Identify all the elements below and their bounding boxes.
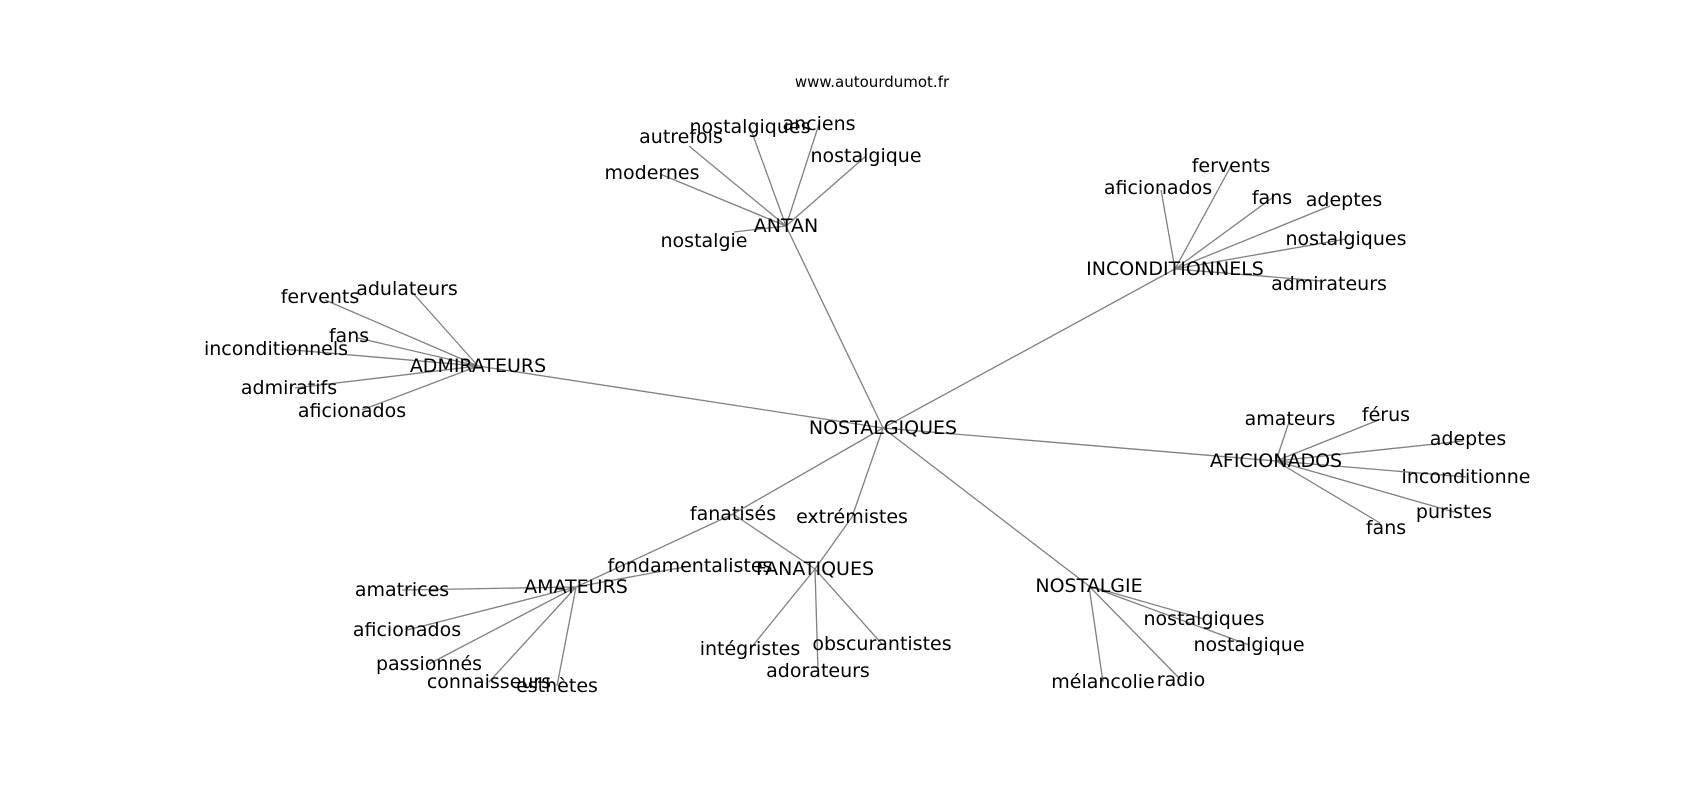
edge-fanatises-amateurs (575, 513, 734, 588)
edges-layer (281, 123, 1467, 687)
node-nost-nostalgique[interactable]: nostalgique (1193, 634, 1304, 656)
node-afic-ferus[interactable]: férus (1362, 404, 1410, 426)
node-antan-modernes[interactable]: modernes (605, 162, 700, 184)
node-admir-fans[interactable]: fans (329, 325, 369, 347)
node-afic-adeptes[interactable]: adeptes (1430, 428, 1507, 450)
edge-aficionados-afic-adeptes (1275, 440, 1464, 462)
edge-admirateurs-admir-fans (357, 337, 479, 367)
node-incond-fervents[interactable]: fervents (1192, 155, 1271, 177)
node-incond-fans[interactable]: fans (1252, 187, 1292, 209)
edge-inconditionnels-incond-adeptes (1174, 205, 1331, 270)
node-admir-admiratifs[interactable]: admiratifs (241, 377, 337, 399)
node-admir-aficionados[interactable]: aficionados (298, 400, 406, 422)
node-afic-fans[interactable]: fans (1366, 517, 1406, 539)
node-admir-adulateurs[interactable]: adulateurs (356, 278, 458, 300)
node-fana-obscurantistes[interactable]: obscurantistes (812, 633, 951, 655)
node-antan[interactable]: ANTAN (754, 215, 819, 237)
node-afic-amateurs[interactable]: amateurs (1245, 408, 1336, 430)
edge-admirateurs-admir-admiratifs (294, 365, 479, 389)
node-incond-aficionados[interactable]: aficionados (1104, 177, 1212, 199)
node-amat-connaisseurs[interactable]: connaisseurs (427, 671, 551, 693)
node-amat-esthetes[interactable]: esthètes (516, 675, 598, 697)
edge-inconditionnels-incond-aficionados (1160, 189, 1176, 270)
edge-admirateurs-admir-inconditionnels (281, 348, 479, 367)
edge-antan-antan-anciens (785, 123, 820, 227)
edge-aficionados-afic-inconditionne (1275, 460, 1467, 478)
edge-fanatiques-fana-integristes (749, 568, 816, 650)
edge-nostalgiques-fanatises (732, 427, 884, 515)
node-admir-fervents[interactable]: fervents (281, 286, 360, 308)
edge-nostalgiques-inconditionnels (882, 268, 1176, 429)
node-incond-adeptes[interactable]: adeptes (1306, 189, 1383, 211)
edge-inconditionnels-incond-nostalgiques (1174, 238, 1347, 270)
edge-fanatiques-fana-adorateurs (814, 568, 819, 672)
node-extremistes[interactable]: extrémistes (796, 506, 908, 528)
edge-antan-antan-nostalgiques (749, 126, 787, 227)
edge-nostalgie-nost-nostalgique (1088, 585, 1250, 646)
edge-nostalgie-nost-melancolie (1088, 585, 1104, 683)
edge-nostalgiques-antan (785, 225, 884, 429)
edge-nostalgie-nost-radio (1088, 585, 1182, 681)
edge-nostalgiques-aficionados (882, 427, 1277, 462)
edge-amateurs-amat-aficionados (406, 586, 577, 631)
edge-amateurs-amat-passionnes (428, 586, 577, 665)
node-amateurs[interactable]: AMATEURS (524, 576, 628, 598)
node-antan-autrefois[interactable]: autrefois (639, 126, 723, 148)
edge-amateurs-amat-fondamentalistes (575, 565, 691, 588)
node-fana-adorateurs[interactable]: adorateurs (766, 660, 870, 682)
node-afic-puristes[interactable]: puristes (1416, 501, 1492, 523)
edge-amateurs-amat-connaisseurs (488, 586, 577, 683)
edge-inconditionnels-incond-admirateurs (1174, 268, 1323, 282)
edge-nostalgiques-extremistes (851, 427, 884, 518)
edge-amateurs-amat-amatrices (401, 586, 577, 591)
node-incond-nostalgiques[interactable]: nostalgiques (1286, 228, 1407, 250)
edge-aficionados-afic-puristes (1275, 460, 1455, 513)
edge-antan-antan-nostalgie (733, 225, 787, 233)
edge-admirateurs-admir-adulateurs (411, 291, 479, 367)
edge-antan-antan-modernes (659, 173, 787, 227)
node-admirateurs[interactable]: ADMIRATEURS (410, 355, 546, 377)
node-inconditionnels[interactable]: INCONDITIONNELS (1086, 258, 1264, 280)
edge-amateurs-amat-esthetes (556, 586, 577, 687)
node-amat-fondamentalistes[interactable]: fondamentalistes (608, 555, 773, 577)
node-antan-nostalgiques[interactable]: nostalgiques (690, 116, 811, 138)
edge-nostalgiques-nostalgie (882, 427, 1090, 587)
node-fanatises[interactable]: fanatisés (690, 503, 776, 525)
edge-nostalgiques-admirateurs (477, 365, 884, 429)
edge-aficionados-afic-fans (1275, 460, 1381, 524)
node-amat-amatrices[interactable]: amatrices (355, 579, 449, 601)
edge-nostalgie-nost-nostalgiques (1088, 585, 1205, 620)
node-afic-inconditionne[interactable]: inconditionne (1402, 466, 1531, 488)
edge-aficionados-afic-ferus (1275, 418, 1382, 462)
node-nost-nostalgiques[interactable]: nostalgiques (1144, 608, 1265, 630)
node-incond-admirateurs[interactable]: admirateurs (1271, 273, 1387, 295)
node-amat-passionnes[interactable]: passionnés (376, 653, 482, 675)
node-fanatiques[interactable]: FANATIQUES (756, 558, 874, 580)
edge-extremistes-fanatiques (814, 516, 853, 570)
edge-inconditionnels-incond-fervents (1174, 165, 1232, 270)
node-antan-nostalgique[interactable]: nostalgique (810, 145, 921, 167)
node-admir-inconditionnels[interactable]: inconditionnels (204, 338, 348, 360)
edge-inconditionnels-incond-fans (1174, 197, 1273, 270)
node-nost-radio[interactable]: radio (1157, 669, 1205, 691)
edge-admirateurs-admir-fervents (324, 299, 479, 367)
node-fana-integristes[interactable]: intégristes (700, 638, 801, 660)
edge-admirateurs-admir-aficionados (361, 365, 479, 411)
edge-antan-antan-nostalgique (785, 155, 867, 227)
edge-fanatiques-fana-obscurantistes (814, 568, 883, 645)
edge-fanatises-fanatiques (732, 513, 816, 570)
node-nostalgiques[interactable]: NOSTALGIQUES (809, 417, 957, 439)
node-amat-aficionados[interactable]: aficionados (353, 619, 461, 641)
edge-antan-antan-autrefois (688, 145, 787, 227)
edge-aficionados-afic-amateurs (1275, 418, 1291, 462)
labels-layer: NOSTALGIQUES ANTAN INCONDITIONNELS ADMIRATE… (204, 113, 1530, 697)
node-antan-anciens[interactable]: anciens (782, 113, 855, 135)
node-aficionados[interactable]: AFICIONADOS (1210, 450, 1342, 472)
node-nostalgie[interactable]: NOSTALGIE (1035, 575, 1142, 597)
site-watermark: www.autourdumot.fr (795, 73, 950, 91)
node-nost-melancolie[interactable]: mélancolie (1051, 671, 1154, 693)
node-antan-nostalgie[interactable]: nostalgie (661, 230, 748, 252)
